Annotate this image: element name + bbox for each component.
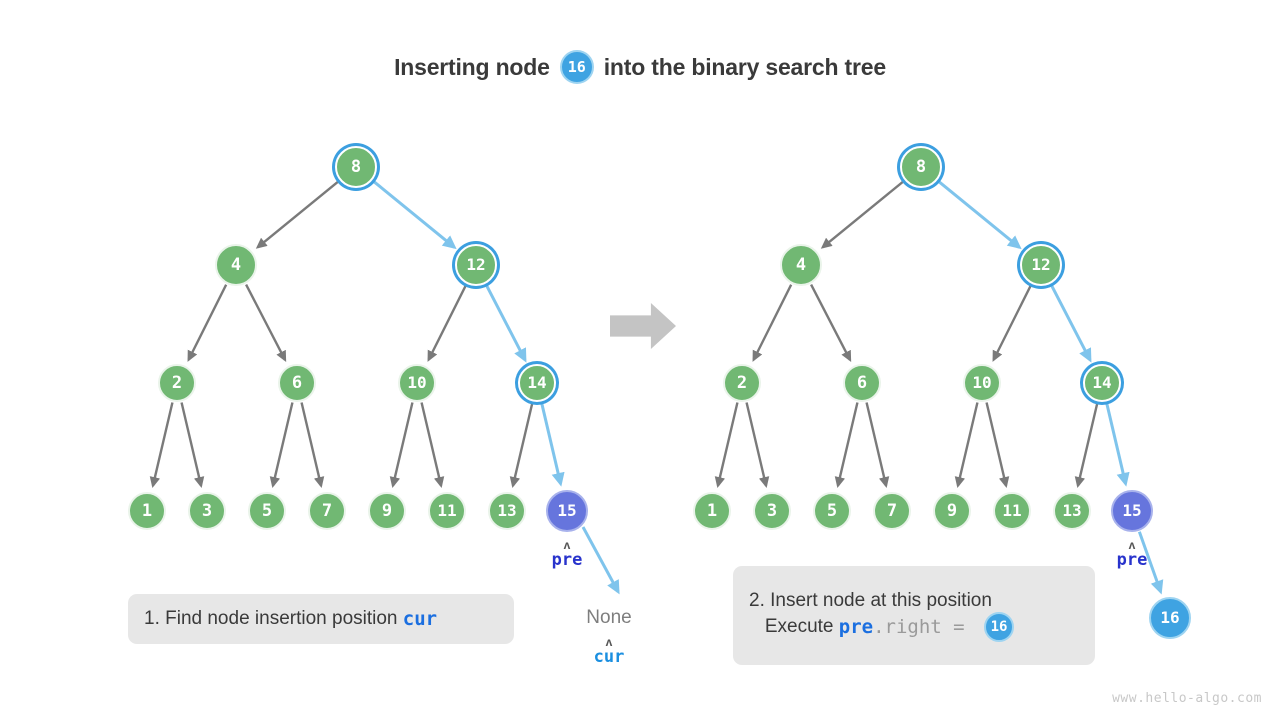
tree-edge — [1049, 283, 1092, 363]
none-label: None — [586, 607, 632, 628]
tree-node-2: 2 — [723, 364, 761, 402]
tree-node-13: 13 — [1053, 492, 1091, 530]
tree-node-12: 12 — [455, 244, 497, 286]
tree-edge — [540, 402, 565, 487]
tree-node-14: 14 — [1083, 364, 1121, 402]
caret-icon: ʌ — [563, 538, 571, 552]
tree-edge — [954, 402, 979, 489]
step-arrow-icon — [610, 303, 676, 349]
tree-node-10: 10 — [398, 364, 436, 402]
tree-edge — [820, 179, 905, 249]
tree-edge — [1074, 402, 1099, 489]
tree-edge — [187, 284, 228, 362]
tree-node-6: 6 — [278, 364, 316, 402]
title-prefix: Inserting node — [394, 53, 550, 80]
watermark: www.hello-algo.com — [1112, 691, 1262, 706]
caption-2: 2. Insert node at this position Execute … — [733, 566, 1095, 665]
pointer-name: cur — [593, 647, 625, 667]
tree-node-5: 5 — [813, 492, 851, 530]
tree-edge — [427, 284, 468, 362]
tree-node-3: 3 — [753, 492, 791, 530]
tree-node-8: 8 — [900, 146, 942, 188]
caption-1: 1. Find node insertion position cur — [128, 594, 514, 644]
tree-node-6: 6 — [843, 364, 881, 402]
tree-edge — [372, 179, 457, 250]
tree-edge — [484, 283, 527, 363]
pointer-name: pre — [551, 550, 583, 570]
tree-edge — [810, 283, 852, 363]
tree-edge — [269, 402, 294, 489]
tree-edge — [865, 402, 890, 489]
pointer-name: pre — [1116, 550, 1148, 570]
caption-line: 2. Insert node at this position — [749, 590, 1079, 612]
tree-edge — [255, 179, 340, 249]
title-node-chip: 16 — [559, 50, 594, 84]
tree-node-11: 11 — [993, 492, 1031, 530]
tree-node-13: 13 — [488, 492, 526, 530]
tree-edge — [420, 402, 445, 489]
tree-edge — [714, 402, 739, 489]
tree-edge — [752, 284, 793, 362]
tree-edge — [745, 402, 770, 489]
tree-edge — [834, 402, 859, 489]
tree-edge — [1105, 402, 1130, 487]
tree-node-16: 16 — [1149, 597, 1191, 639]
caption-line: 1. Find node insertion position cur — [144, 608, 498, 630]
tree-edge — [180, 402, 205, 489]
tree-node-1: 1 — [128, 492, 166, 530]
caption-text: 2. Insert node at this position — [749, 589, 992, 611]
tree-node-15: 15 — [1111, 490, 1153, 532]
tree-node-8: 8 — [335, 146, 377, 188]
caret-icon: ʌ — [1128, 538, 1136, 552]
tree-node-7: 7 — [308, 492, 346, 530]
tree-node-3: 3 — [188, 492, 226, 530]
page-title: Inserting node 16 into the binary search… — [0, 50, 1280, 84]
title-suffix: into the binary search tree — [603, 53, 886, 80]
tree-node-10: 10 — [963, 364, 1001, 402]
tree-node-7: 7 — [873, 492, 911, 530]
tree-edge — [245, 283, 287, 363]
tree-node-1: 1 — [693, 492, 731, 530]
caption-keyword: cur — [402, 608, 438, 630]
caption-text: Execute — [749, 615, 839, 637]
tree-node-12: 12 — [1020, 244, 1062, 286]
tree-edge — [992, 284, 1033, 362]
tree-edge — [389, 402, 414, 489]
tree-node-4: 4 — [215, 244, 257, 286]
tree-edge — [985, 402, 1010, 489]
tree-node-9: 9 — [368, 492, 406, 530]
tree-node-5: 5 — [248, 492, 286, 530]
step-arrow-shape — [610, 303, 676, 349]
caption-node-chip: 16 — [984, 611, 1015, 642]
tree-node-2: 2 — [158, 364, 196, 402]
tree-node-4: 4 — [780, 244, 822, 286]
tree-edge — [509, 402, 534, 489]
caption-keyword: .right = — [873, 615, 977, 638]
caption-keyword: pre — [838, 615, 874, 638]
tree-node-11: 11 — [428, 492, 466, 530]
caption-line: Execute pre.right = 16 — [749, 611, 1079, 642]
tree-edge — [937, 179, 1022, 250]
tree-node-15: 15 — [546, 490, 588, 532]
tree-node-9: 9 — [933, 492, 971, 530]
tree-edge — [300, 402, 325, 489]
caret-icon: ʌ — [605, 635, 613, 649]
caption-text: 1. Find node insertion position — [144, 608, 403, 629]
tree-node-14: 14 — [518, 364, 556, 402]
tree-edge — [149, 402, 174, 489]
